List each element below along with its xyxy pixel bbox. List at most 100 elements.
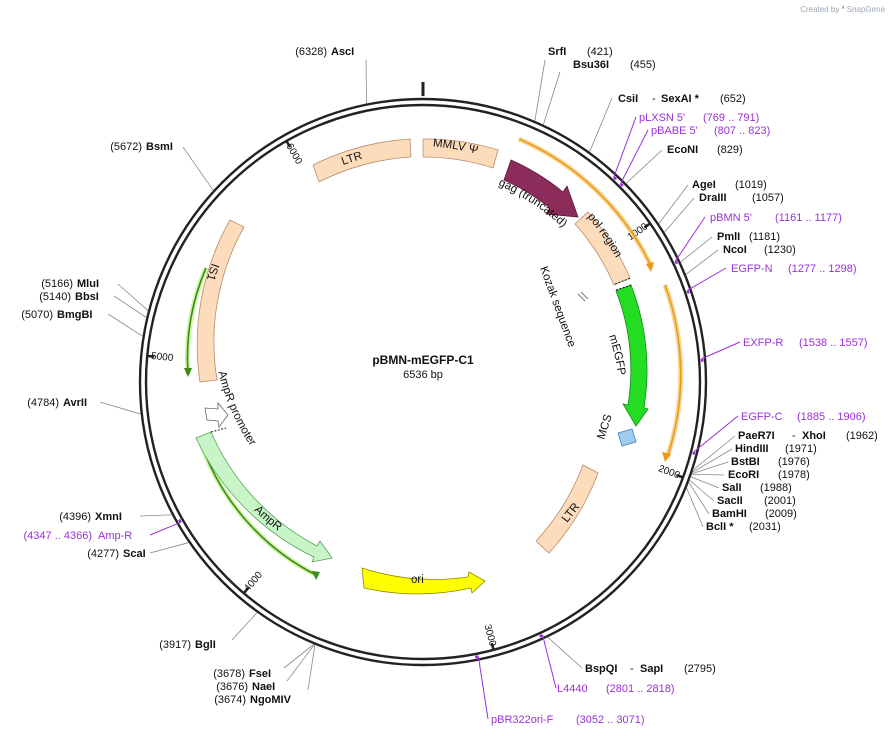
feature-ltr-left [312,138,412,183]
enzyme-pos-bstbi: (1976) [778,456,810,468]
enzyme-pos-bspqi: (2795) [684,663,716,675]
enzyme-leader-8 [685,249,719,275]
enzyme-leader-17 [547,636,583,669]
enzyme-pos-naei: (3676) [216,681,248,693]
feature-pol-boundary [614,277,632,285]
feature-kozak-mark-1 [577,293,586,302]
enzyme-avrii: AvrII [63,397,87,409]
feature-ampr [195,431,333,563]
enzyme-bcli: BclI * [706,521,734,533]
enzyme-pmli: PmlI [717,231,740,243]
primer-leader-4 [701,341,741,360]
feature-label-kozak: Kozak sequence [537,265,577,349]
primer-range-pbmn: (1161 .. 1177) [775,212,842,224]
enzyme-pos-bgli: (3917) [159,639,191,651]
enzyme-pos-pmli: (1181) [749,231,780,243]
enzyme-asci: AscI [331,46,354,58]
enzyme-hindiii: HindIII [735,443,769,455]
enzyme-leader-23 [139,514,172,517]
feature-label-megfp: mEGFP [606,333,627,376]
primer-pbr322ori: pBR322ori-F [491,714,554,726]
primer-mark-6 [539,634,544,638]
backbone-inner [144,103,702,661]
enzyme-pos-ncoi: (1230) [764,244,796,256]
orf-arc-4-arrow [312,571,320,580]
enzyme-pos-sacii: (2001) [764,495,796,507]
feature-megfp [615,284,649,427]
enzyme-mlui: MluI [77,278,99,290]
enzyme-pos-ecori: (1978) [778,469,810,481]
enzyme-xhoi: XhoI [802,430,826,442]
enzyme-leader-9 [692,435,736,471]
enzyme-pos-scai: (4277) [87,548,119,560]
enzyme-draiii: DraIII [699,192,727,204]
enzyme-ecori: EcoRI [728,469,759,481]
enzyme-dash-paer7i: - [792,430,796,442]
primer-range-pbabe: (807 .. 823) [714,125,770,137]
feature-mcs [617,428,637,447]
tick-label-3000: 3000 [481,623,497,648]
enzyme-leader-14 [689,479,715,502]
tick-mark-4000 [242,587,250,595]
feature-label-mcs: MCS [595,413,614,441]
tick-mark-2000 [676,473,684,479]
enzyme-leader-16 [686,487,704,528]
backbone-outer [138,97,708,667]
enzyme-pos-bsu36i: (455) [630,59,656,71]
enzyme-leader-15 [688,481,710,515]
enzyme-leader-20 [286,644,315,682]
enzyme-econi: EcoNI [667,144,698,156]
enzyme-sexai: SexAI * [661,93,700,105]
feature-is1 [196,219,245,383]
enzyme-pos-draiii: (1057) [752,192,784,204]
enzyme-bgli: BglI [195,639,216,651]
primer-egfp-c: EGFP-C [741,411,783,423]
primer-marks [149,116,741,720]
primer-range-l4440: (2801 .. 2818) [606,683,675,695]
primer-mark-8 [178,518,182,523]
enzyme-leader-0 [365,59,367,104]
primer-plxsn: pLXSN 5' [639,112,685,124]
orf-arc-1-line [518,138,653,269]
primer-mark-2 [674,260,678,265]
primer-range-egfp-n: (1277 .. 1298) [788,263,857,275]
enzyme-leader-6 [664,197,695,233]
enzyme-pos-bbsi: (5140) [39,291,71,303]
enzyme-leader-3 [589,97,613,153]
enzyme-dash-bspqi: - [630,663,634,675]
primer-pbabe: pBABE 5' [651,125,698,137]
enzyme-naei: NaeI [252,681,275,693]
tick-label-4000: 4000 [242,569,265,593]
tick-label-2000: 2000 [657,463,682,481]
enzyme-leader-25 [107,313,143,337]
enzyme-leader-22 [149,542,189,554]
enzyme-agei: AgeI [692,179,716,191]
enzyme-bspqi: BspQI [585,663,617,675]
enzyme-pos-avrii: (4784) [27,397,59,409]
enzyme-leader-5 [658,184,689,224]
primer-range-egfp-c: (1885 .. 1906) [797,411,866,423]
feature-megfp-boundary [615,284,632,291]
feature-label-ori: ori [411,574,424,586]
feature-ampr-promoter [204,401,229,428]
enzyme-pos-srfi: (421) [587,46,613,58]
enzyme-fsei: FseI [249,668,271,680]
primer-range-exfp-r: (1538 .. 1557) [799,337,868,349]
enzyme-leader-18 [231,612,258,641]
feature-kozak-mark-2 [580,291,589,300]
primer-leader-3 [687,267,727,291]
primer-mark-1 [619,182,624,187]
enzyme-pos-csii: (652) [720,93,746,105]
primer-leader-8 [149,521,181,536]
features [195,138,649,595]
primer-mark-5 [692,451,696,455]
enzyme-leader-19 [283,643,315,669]
enzyme-pos-paer7i: (1962) [846,430,878,442]
tick-label-5000: 5000 [151,351,175,364]
orf-arc-3-line [186,267,207,375]
enzyme-sali: SalI [722,482,742,494]
enzyme-sacii: SacII [717,495,743,507]
primer-leader-5 [693,415,739,452]
enzyme-ncoi: NcoI [723,244,747,256]
